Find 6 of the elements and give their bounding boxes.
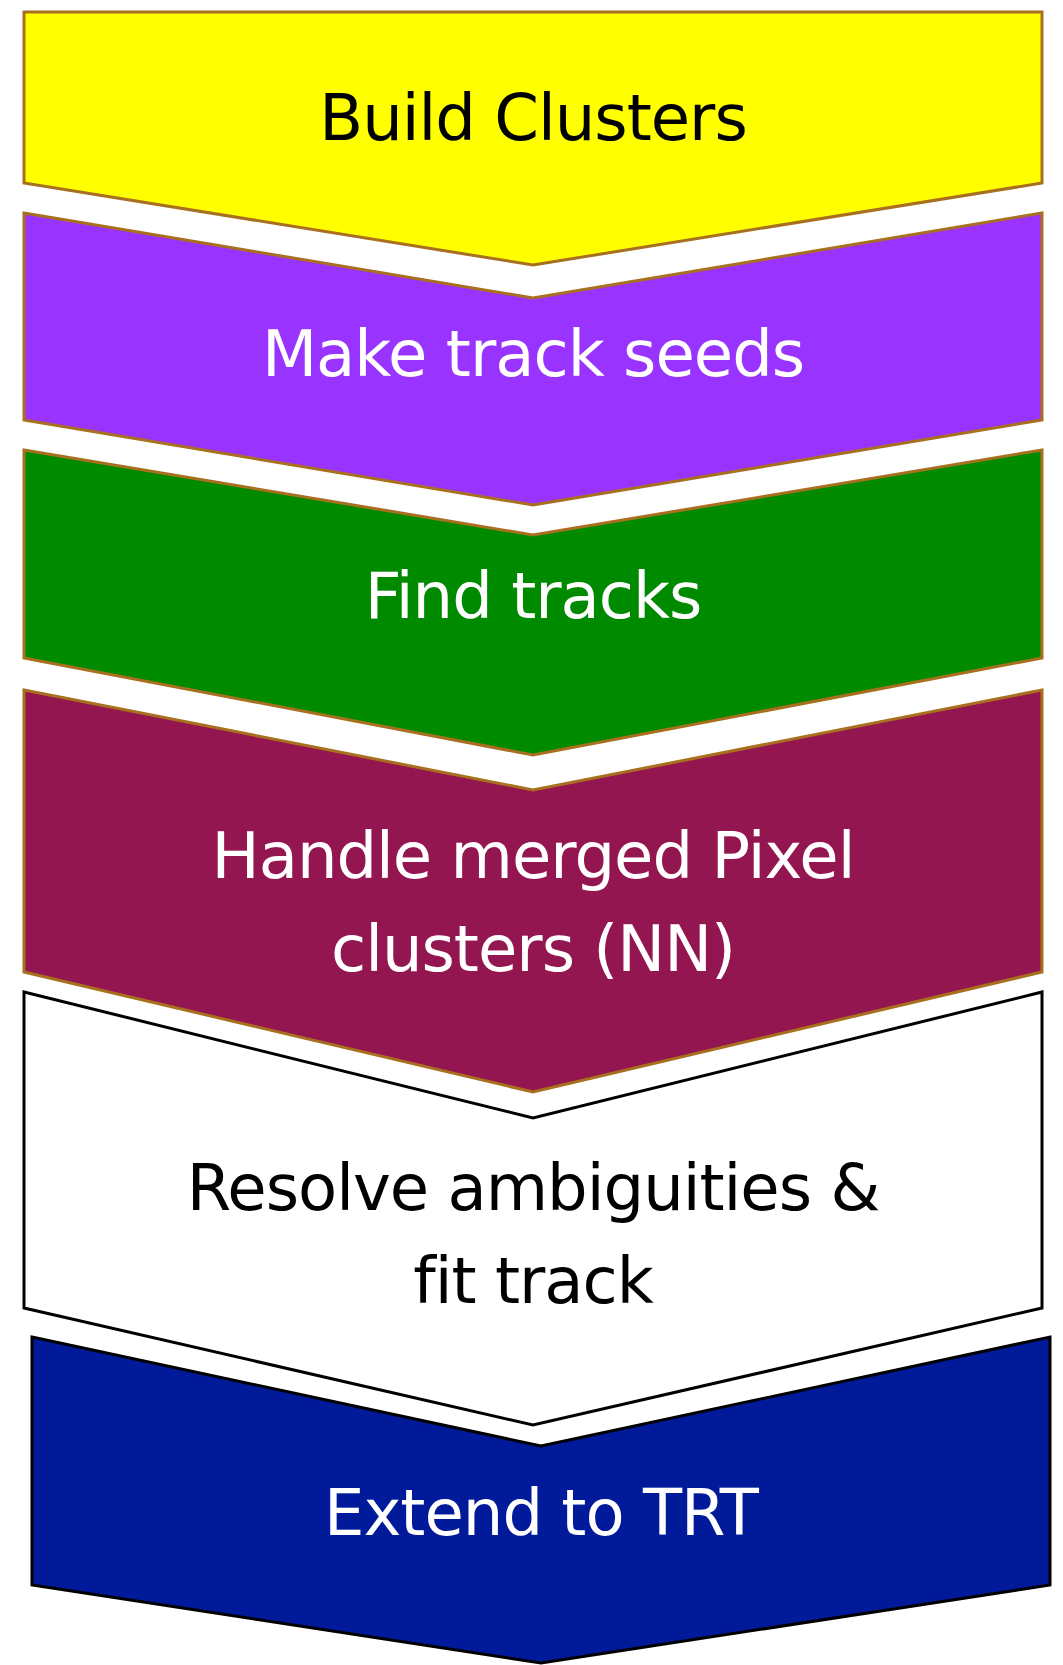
step-label: Find tracks <box>363 558 703 635</box>
step-label: Resolve ambiguities & fit track <box>185 1150 881 1320</box>
step-label: Handle merged Pixel clusters (NN) <box>210 818 856 988</box>
step-label: Extend to TRT <box>323 1475 760 1552</box>
step-label: Build Clusters <box>318 80 748 157</box>
step-label: Make track seeds <box>260 316 806 393</box>
